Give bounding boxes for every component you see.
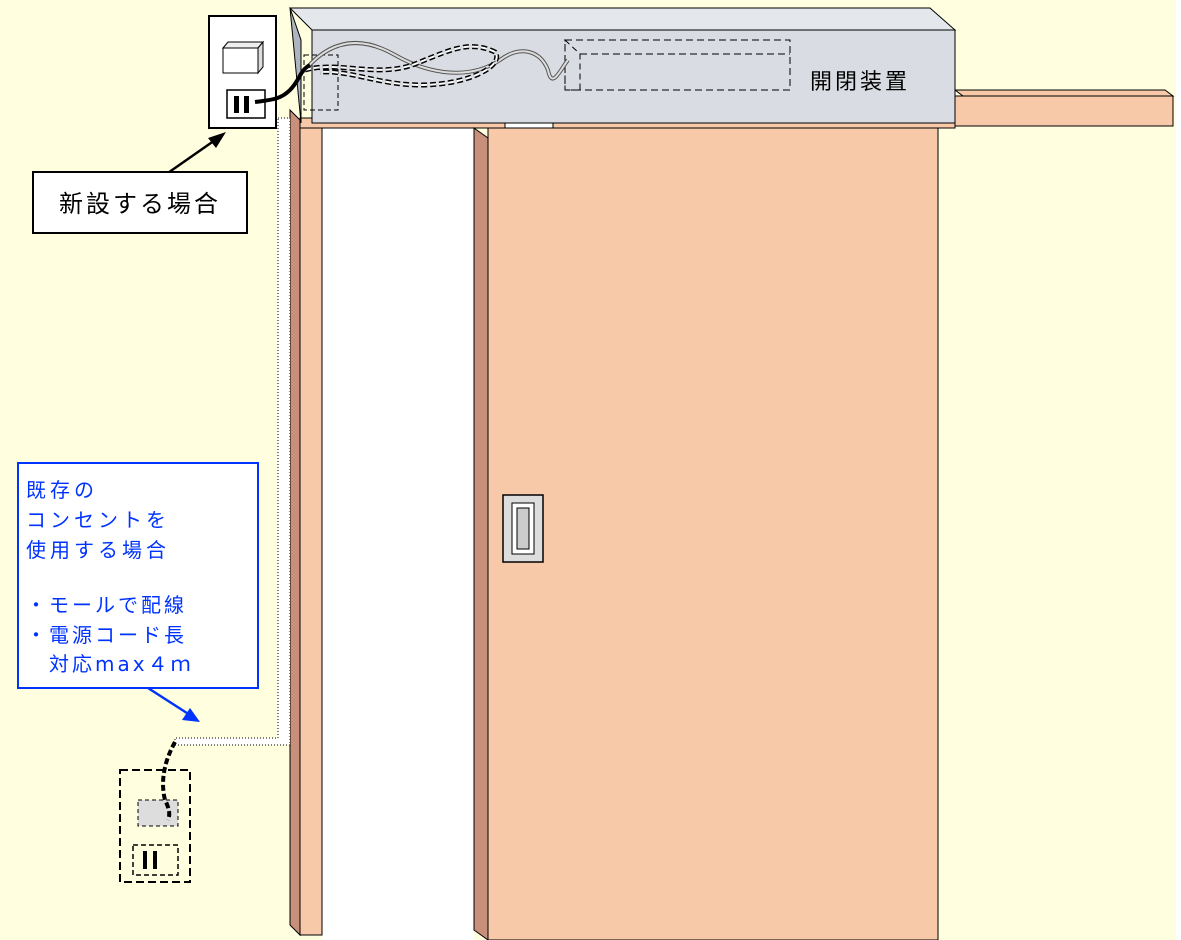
existing-line-5: ・モールで配線: [26, 593, 187, 617]
existing-line-2: コンセントを: [26, 508, 170, 532]
existing-line-7: 対応max４ｍ: [26, 652, 194, 676]
existing-callout: 既存の コンセントを 使用する場合 ・モールで配線 ・電源コード長 対応max４…: [17, 462, 259, 689]
existing-arrow: [147, 686, 200, 722]
existing-line-1: 既存の: [26, 478, 98, 502]
door-handle: [502, 494, 544, 563]
device-label: 開閉装置: [810, 70, 910, 95]
rail-extension: [953, 89, 1175, 127]
new-install-callout: 新設する場合: [32, 171, 248, 234]
internal-wiring: [303, 41, 570, 88]
new-install-label: 新設する場合: [59, 190, 221, 218]
right-edge: [1176, 0, 1181, 940]
sliding-door: [473, 127, 939, 940]
new-outlet-box: [208, 15, 312, 129]
existing-line-3: 使用する場合: [26, 538, 170, 562]
door-opener-housing: [288, 7, 957, 124]
door-opening: [322, 126, 474, 940]
existing-line-6: ・電源コード長: [26, 623, 187, 647]
frame-post: [289, 108, 323, 937]
new-install-arrow: [164, 132, 226, 177]
existing-outlet: [119, 741, 191, 883]
